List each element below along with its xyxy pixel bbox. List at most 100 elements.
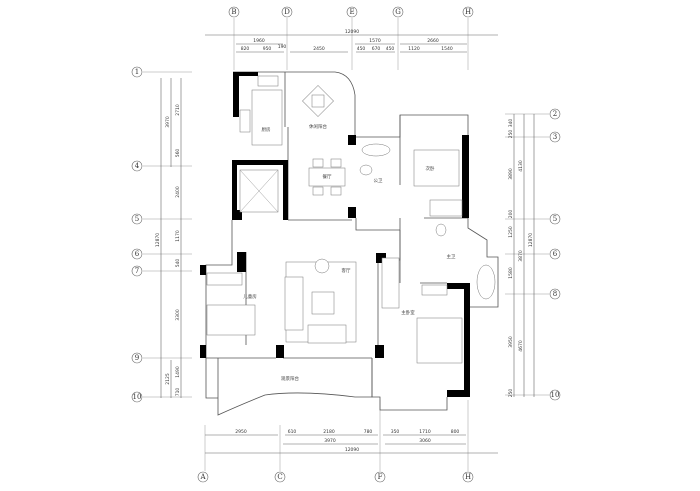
axis-label: 9 <box>135 354 139 362</box>
dim-text: 820 <box>241 46 250 52</box>
dim-text: 1570 <box>369 38 381 44</box>
room-label-master-bedroom: 主卧室 <box>401 309 415 316</box>
axis-label: 6 <box>135 250 140 258</box>
dim-text: 3890 <box>508 168 514 180</box>
structural-walls <box>200 72 470 397</box>
axis-label: G <box>395 8 401 16</box>
dim-text: 4130 <box>518 160 524 172</box>
armchair <box>307 324 347 344</box>
dim-text: 3300 <box>175 309 181 321</box>
dim-text: 800 <box>451 429 460 435</box>
dim-text: 1250 <box>508 226 514 238</box>
axis-label: 1 <box>135 68 139 76</box>
axis-label: 5 <box>553 215 557 223</box>
dim-text: 610 <box>288 429 297 435</box>
dim-text: 3970 <box>324 438 336 444</box>
dim-text: 12090 <box>345 447 359 453</box>
dim-text: 12870 <box>528 233 534 247</box>
room-label-kitchen: 厨房 <box>262 126 271 133</box>
second-bedroom-bed <box>413 149 460 187</box>
dim-text: 2950 <box>235 429 247 435</box>
bathtub <box>361 143 391 157</box>
axis-label: H <box>465 8 471 16</box>
dim-text: 780 <box>364 429 373 435</box>
room-label-leisure-balcony: 休闲阳台 <box>309 123 327 130</box>
wardrobe <box>429 199 463 217</box>
axis-label: 10 <box>133 393 142 401</box>
axis-label: 5 <box>135 215 139 223</box>
axis-label: A <box>199 473 206 481</box>
axis-labels-left: 1 4 5 6 7 9 10 <box>131 66 143 403</box>
dim-text: 450 <box>357 46 366 52</box>
lounge-chair <box>314 258 330 274</box>
room-label-dining: 餐厅 <box>323 173 332 180</box>
dim-text: 3060 <box>419 438 431 444</box>
axis-label: 8 <box>553 290 557 298</box>
room-label-second-bedroom: 次卧 <box>426 165 435 172</box>
coffee-table <box>311 291 335 315</box>
master-toilet <box>435 223 447 237</box>
dim-text: 1960 <box>253 38 265 44</box>
axis-labels-right: 2 3 5 6 8 10 <box>549 108 561 401</box>
axis-labels-top: B D E G H <box>228 6 474 18</box>
dim-text: 2180 <box>323 429 335 435</box>
axis-label: 7 <box>135 267 139 275</box>
dim-text: 12870 <box>155 233 161 247</box>
dim-text: 560 <box>175 149 181 158</box>
kitchen-counter <box>251 89 283 146</box>
dim-text: 1540 <box>441 46 453 52</box>
stove <box>239 109 251 133</box>
right-dimensions: 340 250 3890 200 1250 1580 3950 250 4130… <box>508 114 535 398</box>
dim-text: 3970 <box>165 116 171 128</box>
dim-text: 3870 <box>518 250 524 262</box>
axis-label: F <box>378 473 383 481</box>
leisure-table <box>302 85 334 117</box>
axis-label: C <box>277 473 282 481</box>
toilet <box>359 164 373 176</box>
axis-label: B <box>231 8 236 16</box>
dim-text: 1710 <box>419 429 431 435</box>
room-label-living: 客厅 <box>342 267 351 274</box>
axis-label: 4 <box>135 162 140 170</box>
dim-text: 2710 <box>175 104 181 116</box>
dim-text: 950 <box>263 46 272 52</box>
dim-text: 670 <box>372 46 381 52</box>
furniture <box>206 75 496 364</box>
sofa <box>284 276 304 331</box>
sink <box>257 75 279 87</box>
left-dimensions: 12870 3970 2125 2710 560 2400 1170 540 3… <box>155 78 182 398</box>
room-label-view-balcony: 观景阳台 <box>281 375 299 382</box>
master-bed <box>416 317 463 364</box>
dim-text: 12090 <box>345 29 359 35</box>
dim-text: 3950 <box>508 336 514 348</box>
master-cabinet <box>421 284 448 296</box>
dim-text: 1490 <box>175 366 181 378</box>
dim-text: 2400 <box>175 186 181 198</box>
room-label-public-bath: 公卫 <box>374 178 383 184</box>
axis-label: 10 <box>551 391 560 399</box>
room-label-children-room: 儿童房 <box>243 293 257 300</box>
dim-text: 1120 <box>408 46 420 52</box>
master-bathtub <box>476 264 496 300</box>
dim-text: 350 <box>391 429 400 435</box>
axis-label: 2 <box>553 110 557 118</box>
room-label-master-bath: 主卫 <box>447 253 456 260</box>
dim-text: 200 <box>508 210 514 219</box>
dim-text: 710 <box>175 388 181 397</box>
dim-text: 540 <box>175 259 181 268</box>
dim-text: 450 <box>386 46 395 52</box>
dim-text: 250 <box>508 389 514 398</box>
dim-text: 1580 <box>508 267 514 279</box>
axis-label: E <box>349 8 354 16</box>
axis-label: 3 <box>553 133 557 141</box>
dim-text: 2450 <box>313 46 325 52</box>
dim-text: 340 <box>508 119 514 128</box>
axis-labels-bottom: A C F H <box>197 471 474 483</box>
master-wardrobe <box>381 257 400 309</box>
axis-label: H <box>465 473 471 481</box>
dining-table <box>308 167 346 187</box>
top-dimensions: 12090 1960 1570 2660 820 950 190 2450 45… <box>205 29 498 53</box>
axis-lines <box>143 18 549 471</box>
children-wardrobe <box>206 272 243 286</box>
